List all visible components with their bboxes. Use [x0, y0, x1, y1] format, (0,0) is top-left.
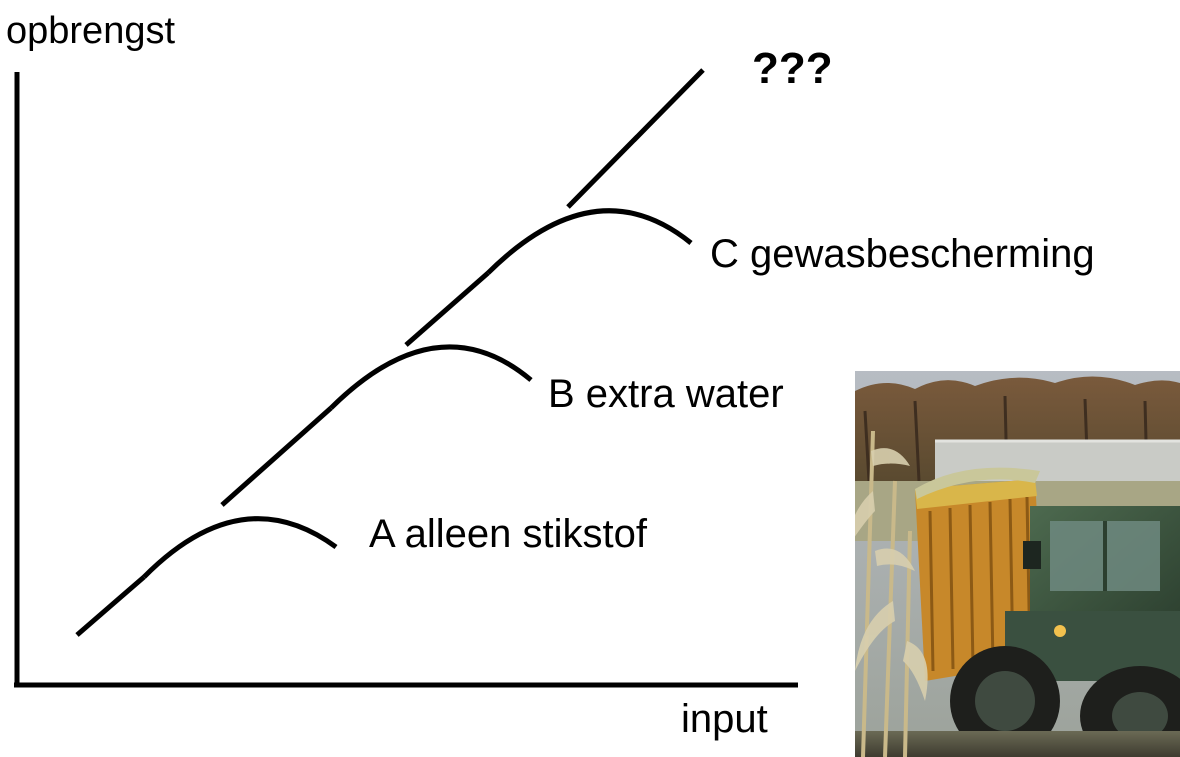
curve-a — [142, 516, 338, 579]
curve-b — [329, 344, 533, 410]
potential-yield-line — [75, 68, 705, 637]
diagonal-segment-4 — [566, 68, 705, 209]
curve-c-label: C gewasbescherming — [710, 232, 1095, 276]
curve-b-label: B extra water — [548, 372, 784, 416]
curve-a-label: A alleen stikstof — [369, 512, 647, 556]
potential-line-label: ??? — [752, 44, 833, 93]
diagonal-segment-3 — [404, 271, 490, 347]
diagonal-segment-1 — [75, 575, 146, 637]
diagonal-segment-2 — [220, 406, 333, 507]
tractor-photo — [855, 371, 1180, 757]
tractor-photo-drawing — [855, 371, 1180, 757]
x-axis-label: input — [681, 697, 768, 741]
curve-c — [486, 208, 693, 275]
y-axis-label: opbrengst — [6, 10, 176, 52]
